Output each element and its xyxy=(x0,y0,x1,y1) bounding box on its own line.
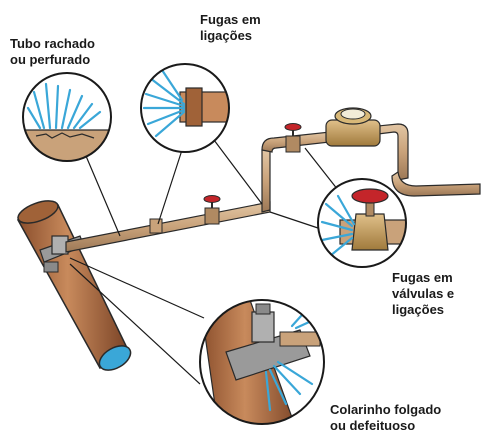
main-water-pipe xyxy=(15,196,135,375)
label-cracked-pipe: Tubo rachado ou perfurado xyxy=(10,36,95,68)
label-cracked-pipe-line2: ou perfurado xyxy=(10,52,95,68)
label-valve-leaks-line1: Fugas em xyxy=(392,270,454,286)
gate-valve xyxy=(204,196,220,225)
label-valve-leaks-line2: válvulas e xyxy=(392,286,454,302)
label-loose-collar-line2: ou defeituoso xyxy=(330,418,441,434)
label-valve-leaks-line3: ligações xyxy=(392,302,454,318)
service-pipe xyxy=(66,124,480,252)
label-cracked-pipe-line1: Tubo rachado xyxy=(10,36,95,52)
label-valve-leaks: Fugas em válvulas e ligações xyxy=(392,270,454,318)
water-meter xyxy=(326,108,380,146)
label-joint-leaks-line1: Fugas em xyxy=(200,12,261,28)
callout-valve-leaks xyxy=(318,179,410,267)
label-loose-collar-line1: Colarinho folgado xyxy=(330,402,441,418)
callout-loose-collar xyxy=(200,300,324,437)
callout-joint-leaks xyxy=(141,64,240,152)
callout-cracked-pipe xyxy=(20,73,120,164)
label-joint-leaks-line2: ligações xyxy=(200,28,261,44)
label-loose-collar: Colarinho folgado ou defeituoso xyxy=(330,402,441,434)
label-joint-leaks: Fugas em ligações xyxy=(200,12,261,44)
upper-valve xyxy=(285,124,301,153)
